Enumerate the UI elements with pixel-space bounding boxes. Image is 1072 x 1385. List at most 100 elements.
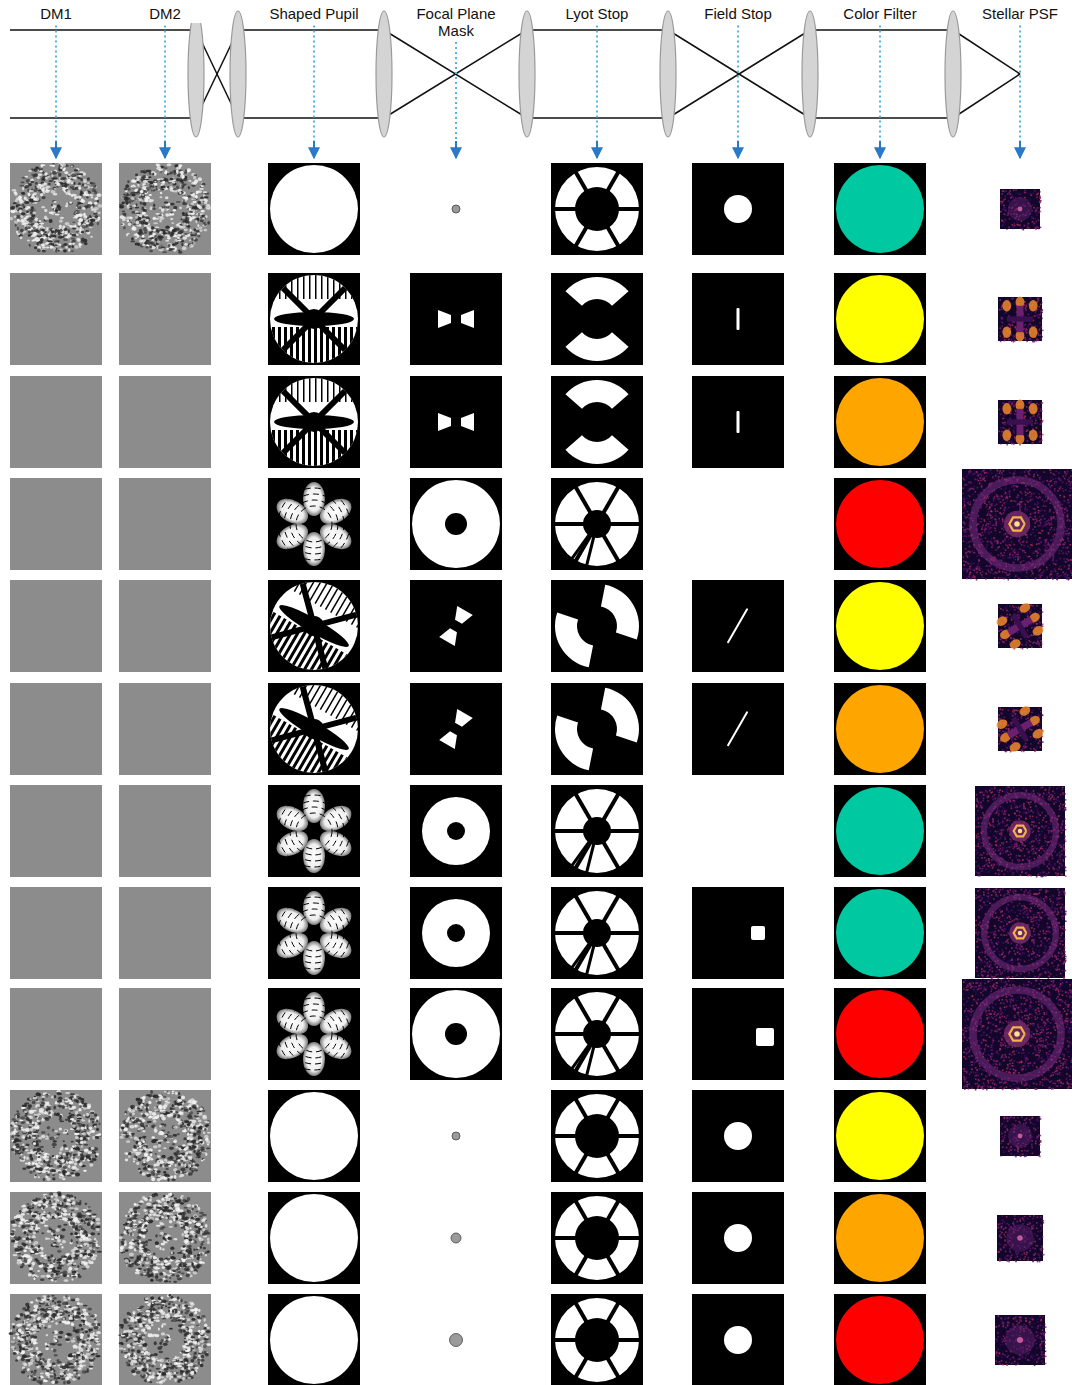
dm-actuator bbox=[36, 230, 40, 233]
dm-actuator bbox=[74, 245, 78, 249]
dm-actuator bbox=[170, 203, 175, 206]
dm-actuator bbox=[142, 184, 144, 186]
panel-ground bbox=[410, 273, 502, 365]
dm-actuator bbox=[89, 227, 93, 229]
pupil-stripe bbox=[327, 378, 329, 402]
dm-actuator bbox=[180, 171, 184, 174]
psf-speckle bbox=[1036, 403, 1038, 405]
dm-actuator bbox=[69, 243, 72, 246]
dm-actuator bbox=[127, 188, 130, 191]
dm-actuator bbox=[40, 185, 42, 187]
psf-speckle bbox=[1037, 339, 1039, 341]
dm-actuator bbox=[124, 188, 127, 191]
dm-actuator bbox=[182, 178, 187, 181]
psf-speckle bbox=[1026, 328, 1028, 330]
dm-actuator bbox=[172, 244, 177, 246]
dm-actuator bbox=[55, 181, 59, 183]
occulter-dot bbox=[452, 205, 460, 213]
psf-speckle bbox=[1011, 195, 1013, 197]
dm-actuator bbox=[178, 234, 182, 236]
dm-actuator bbox=[94, 197, 97, 200]
dm-actuator bbox=[22, 187, 24, 191]
dm-actuator bbox=[41, 206, 45, 208]
dm-actuator bbox=[158, 216, 163, 218]
psf-speckle bbox=[1036, 340, 1038, 342]
dm-actuator bbox=[181, 226, 186, 229]
dm-actuator bbox=[13, 202, 17, 204]
psf-speckle bbox=[1039, 322, 1041, 324]
dm-actuator bbox=[82, 183, 85, 186]
dm-actuator bbox=[18, 195, 22, 199]
pupil-stripe bbox=[297, 378, 299, 402]
dm-actuator bbox=[199, 229, 203, 232]
psf-peak bbox=[1018, 207, 1023, 212]
dm-actuator bbox=[169, 186, 173, 189]
dm-actuator bbox=[34, 217, 38, 221]
dm-actuator bbox=[136, 178, 139, 181]
dm-actuator bbox=[78, 186, 81, 189]
dm-actuator bbox=[60, 217, 64, 219]
dm-actuator bbox=[184, 233, 187, 235]
psf-speckle bbox=[999, 332, 1001, 334]
dm-actuator bbox=[59, 249, 63, 251]
psf-speckle bbox=[1041, 326, 1043, 328]
dm-actuator bbox=[200, 219, 204, 222]
dm-actuator bbox=[189, 218, 192, 222]
dm-actuator bbox=[157, 241, 160, 244]
dm-actuator bbox=[157, 167, 162, 171]
psf-speckle bbox=[1040, 310, 1042, 312]
psf-speckle bbox=[1035, 227, 1037, 229]
dm-actuator bbox=[148, 236, 152, 238]
psf-speckle bbox=[1033, 223, 1035, 225]
psf-speckle bbox=[1014, 436, 1016, 438]
psf-speckle bbox=[1012, 303, 1014, 305]
dm-actuator bbox=[162, 251, 167, 253]
dm-actuator bbox=[126, 202, 129, 205]
dm-actuator bbox=[48, 180, 53, 182]
dm-actuator bbox=[94, 185, 96, 188]
psf-speckle bbox=[1015, 189, 1017, 191]
dm2-panel bbox=[119, 163, 211, 255]
dm-actuator bbox=[38, 220, 41, 223]
dm-actuator bbox=[57, 183, 60, 186]
psf-speckle bbox=[1030, 297, 1032, 299]
dm-actuator bbox=[58, 167, 60, 171]
dm-actuator bbox=[37, 235, 40, 237]
dm-actuator bbox=[91, 196, 94, 198]
psf-speckle bbox=[1008, 401, 1010, 403]
dm-actuator bbox=[63, 238, 68, 241]
lyot-stop-panel bbox=[551, 376, 643, 468]
psf-speckle bbox=[1042, 434, 1044, 436]
dm-actuator bbox=[129, 208, 132, 210]
psf-speckle bbox=[1025, 305, 1027, 307]
dm-actuator bbox=[45, 235, 48, 237]
dm-actuator bbox=[97, 204, 102, 208]
psf-speckle bbox=[1012, 197, 1014, 199]
focal-plane-mask-panel bbox=[452, 205, 460, 213]
psf-speckle bbox=[1007, 214, 1009, 216]
psf-speckle bbox=[1002, 322, 1004, 324]
dm-actuator bbox=[165, 240, 169, 242]
dm-actuator bbox=[143, 203, 146, 206]
psf-speckle bbox=[1036, 427, 1038, 429]
dm-actuator bbox=[144, 199, 148, 202]
focal-plane-mask-panel bbox=[410, 376, 502, 468]
dm-actuator bbox=[98, 211, 101, 214]
psf-speckle bbox=[1026, 332, 1028, 334]
dm-actuator bbox=[56, 186, 58, 188]
psf-speckle bbox=[1016, 221, 1018, 223]
dm-actuator bbox=[141, 177, 146, 179]
configuration-grid bbox=[9, 163, 1072, 1385]
psf-speckle bbox=[1031, 194, 1033, 196]
dm-actuator bbox=[135, 206, 139, 208]
psf-speckle bbox=[1010, 325, 1012, 327]
psf-speckle bbox=[1002, 201, 1004, 203]
dm-actuator bbox=[63, 249, 67, 252]
dm-actuator bbox=[182, 196, 185, 198]
dm-actuator bbox=[53, 193, 57, 196]
dm-actuator bbox=[120, 205, 125, 209]
psf-speckle bbox=[1035, 221, 1037, 223]
dm-actuator bbox=[156, 164, 159, 166]
dm-actuator bbox=[183, 200, 185, 204]
dm-actuator bbox=[18, 199, 23, 201]
